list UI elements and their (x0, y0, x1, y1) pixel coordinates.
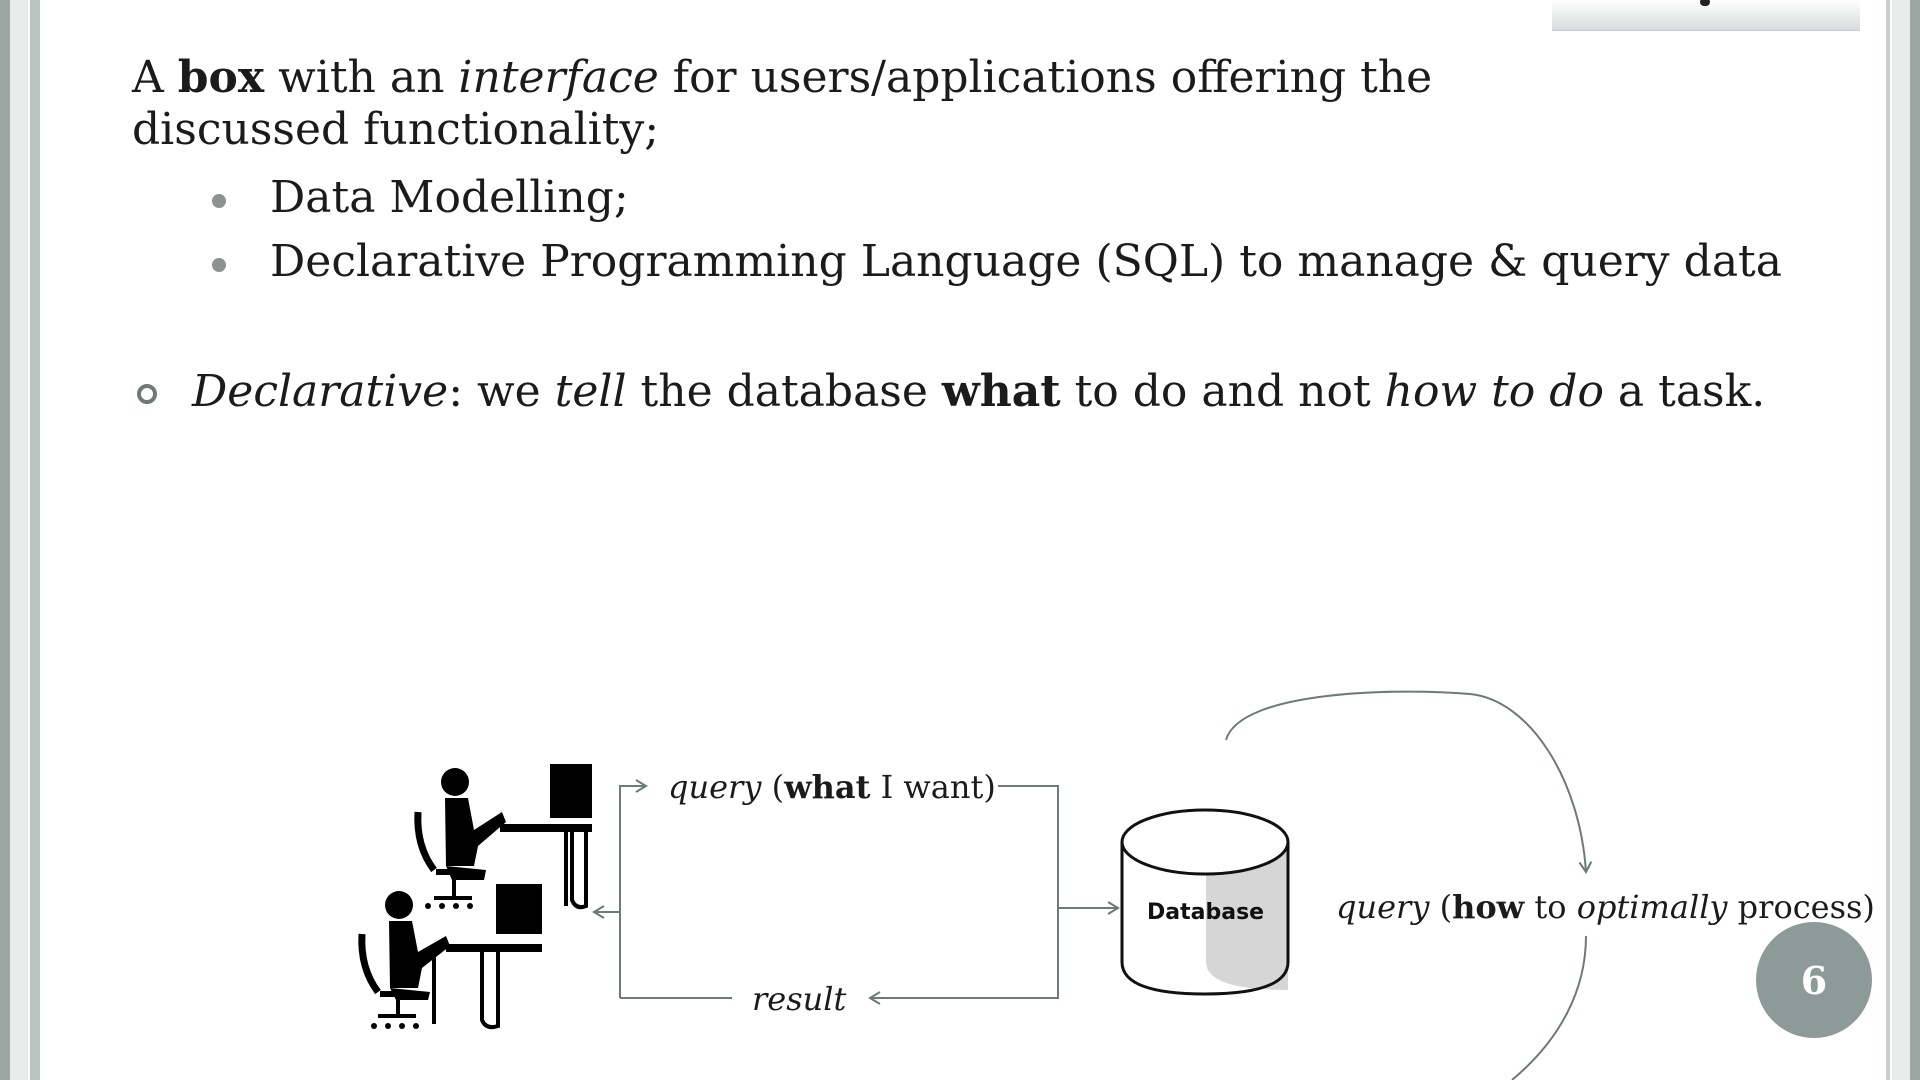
declarative-text: Declarative: we tell the database what t… (192, 360, 1765, 424)
query-how-rest: process) (1727, 888, 1875, 926)
query-how-word: how (1452, 888, 1525, 926)
slide-frame-left (0, 0, 10, 1080)
query-to-db-arrow (998, 785, 1120, 915)
query-paren: ( (1429, 888, 1453, 926)
declarative-how: how to do (1384, 366, 1604, 417)
query-what-rest: I want) (870, 768, 996, 806)
declarative-part: : we (448, 366, 555, 417)
slide-frame-left-line (30, 0, 40, 1080)
query-how-part: to (1524, 888, 1577, 926)
list-item: Data Modelling; (212, 166, 1782, 230)
query-connector (619, 779, 648, 912)
cropped-top-image (1552, 0, 1860, 31)
query-optimally-word: optimally (1576, 888, 1728, 926)
declarative-part: the database (626, 366, 942, 417)
intro-text: with an (264, 52, 459, 103)
result-label: result (752, 980, 846, 1018)
declarative-part: a task. (1603, 366, 1766, 417)
result-to-users-arrow (592, 905, 621, 998)
query-what-label: query (what I want) (668, 768, 996, 806)
declarative-term: Declarative (192, 366, 449, 417)
query-word: query (668, 768, 762, 806)
declarative-tell: tell (554, 366, 627, 417)
slide-frame-right-band (1892, 0, 1910, 1080)
database-icon (1120, 808, 1290, 996)
query-what-word: what (784, 768, 871, 806)
image-fragment (1700, 0, 1710, 6)
intro-text: for users/applications offering the disc… (132, 52, 1433, 155)
bullet-dot-icon (212, 194, 226, 208)
intro-paragraph: A box with an interface for users/applic… (132, 52, 1582, 156)
result-line (868, 908, 1059, 1005)
database-label: Database (1147, 900, 1265, 925)
query-paren: ( (761, 768, 785, 806)
list-item: Declarative Programming Language (SQL) t… (212, 230, 1782, 294)
users-at-computers-icon (358, 764, 592, 1030)
intro-italic-interface: interface (458, 52, 659, 103)
bullet-dot-icon (212, 258, 226, 272)
query-how-label: query (how to optimally process) (1336, 888, 1875, 926)
slide-frame-right-line (1886, 0, 1890, 1080)
ring-bullet-icon (137, 384, 157, 404)
list-item-text: Data Modelling; (270, 172, 629, 223)
page-number-badge: 6 (1756, 922, 1872, 1038)
intro-text: A (132, 52, 178, 103)
slide-frame-right (1910, 0, 1920, 1080)
query-word: query (1336, 888, 1430, 926)
result-word: result (752, 980, 847, 1018)
declarative-what: what (941, 366, 1061, 417)
slide-frame-left-band (10, 0, 28, 1080)
optimize-curve-bottom (1511, 935, 1587, 1080)
sub-bullet-list: Data Modelling; Declarative Programming … (212, 166, 1782, 294)
declarative-part: to do and not (1060, 366, 1385, 417)
optimize-curve-top (1225, 690, 1593, 874)
list-item-text: Declarative Programming Language (SQL) t… (270, 236, 1782, 287)
intro-bold-box: box (177, 52, 265, 103)
